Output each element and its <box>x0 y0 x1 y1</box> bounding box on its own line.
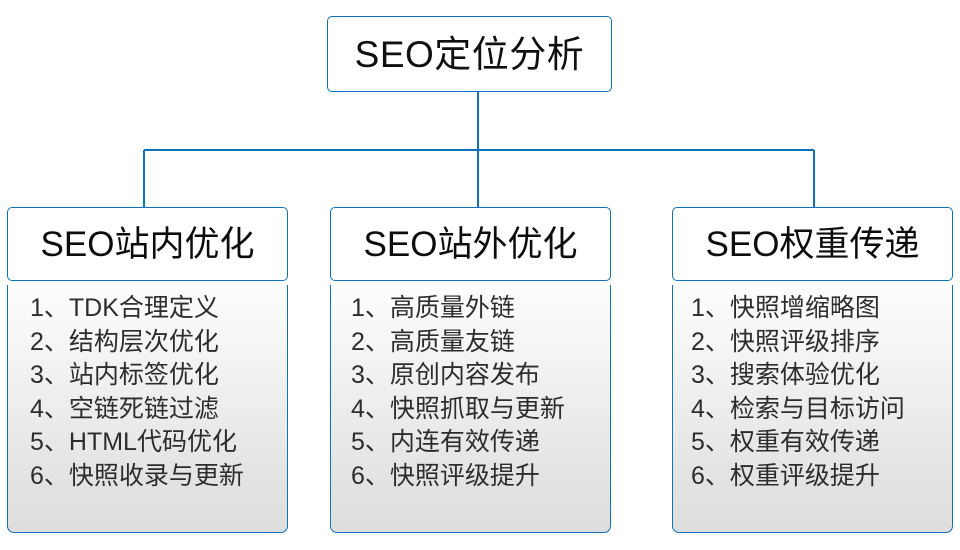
list-item: 3、原创内容发布 <box>351 361 540 389</box>
branch-header-title-2: SEO站外优化 <box>363 224 578 264</box>
branch-node-1[interactable]: SEO站内优化 1、TDK合理定义 2、结构层次优化 3、站内标签优化 4、空链… <box>7 207 288 533</box>
branch-node-2[interactable]: SEO站外优化 1、高质量外链 2、高质量友链 3、原创内容发布 4、快照抓取与… <box>330 207 611 533</box>
list-item: 2、高质量友链 <box>351 327 515 356</box>
list-item: 2、快照评级排序 <box>691 327 880 356</box>
list-item: 5、HTML代码优化 <box>30 428 237 456</box>
branch-body-2: 1、高质量外链 2、高质量友链 3、原创内容发布 4、快照抓取与更新 5、内连有… <box>330 285 611 533</box>
list-item: 3、站内标签优化 <box>30 361 219 389</box>
list-item: 4、检索与目标访问 <box>691 394 905 423</box>
branch-node-3[interactable]: SEO权重传递 1、快照增缩略图 2、快照评级排序 3、搜索体验优化 4、检索与… <box>672 207 953 533</box>
branch-header-title-3: SEO权重传递 <box>705 224 920 264</box>
list-item: 6、快照评级提升 <box>351 461 540 490</box>
branch-header-title-1: SEO站内优化 <box>40 224 255 264</box>
list-item: 5、内连有效传递 <box>351 428 540 456</box>
branch-header-3[interactable]: SEO权重传递 <box>672 207 953 281</box>
branch-header-1[interactable]: SEO站内优化 <box>7 207 288 281</box>
root-node-title: SEO定位分析 <box>354 33 585 75</box>
list-item: 5、权重有效传递 <box>691 428 880 456</box>
list-item: 3、搜索体验优化 <box>691 361 880 389</box>
branch-header-2[interactable]: SEO站外优化 <box>330 207 611 281</box>
list-item: 6、快照收录与更新 <box>30 461 244 490</box>
root-node[interactable]: SEO定位分析 <box>327 16 612 92</box>
branch-body-1: 1、TDK合理定义 2、结构层次优化 3、站内标签优化 4、空链死链过滤 5、H… <box>7 285 288 533</box>
list-item: 6、权重评级提升 <box>691 461 880 490</box>
branch-list-1: 1、TDK合理定义 2、结构层次优化 3、站内标签优化 4、空链死链过滤 5、H… <box>8 292 287 493</box>
branch-list-3: 1、快照增缩略图 2、快照评级排序 3、搜索体验优化 4、检索与目标访问 5、权… <box>673 292 952 493</box>
list-item: 1、高质量外链 <box>351 294 515 322</box>
branch-list-2: 1、高质量外链 2、高质量友链 3、原创内容发布 4、快照抓取与更新 5、内连有… <box>331 292 610 493</box>
list-item: 1、快照增缩略图 <box>691 294 880 322</box>
branch-body-3: 1、快照增缩略图 2、快照评级排序 3、搜索体验优化 4、检索与目标访问 5、权… <box>672 285 953 533</box>
list-item: 2、结构层次优化 <box>30 327 219 356</box>
list-item: 1、TDK合理定义 <box>30 294 219 322</box>
list-item: 4、快照抓取与更新 <box>351 394 565 423</box>
list-item: 4、空链死链过滤 <box>30 394 219 423</box>
